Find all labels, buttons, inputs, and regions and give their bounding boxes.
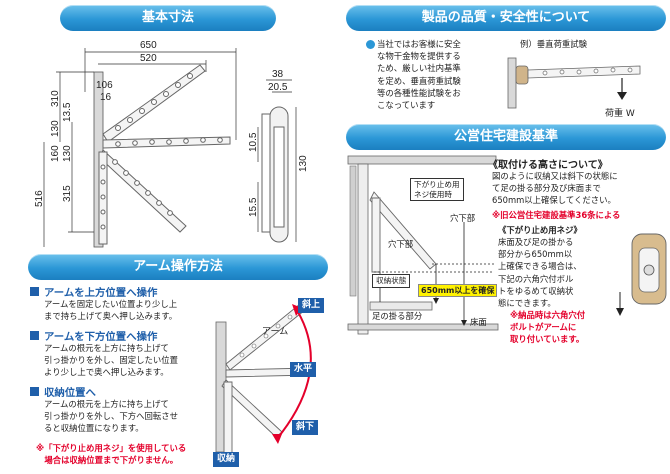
- dim-38: 38: [272, 69, 284, 80]
- tag-slant-down: 斜下: [292, 420, 319, 435]
- label-stopper-screw: 下がり止め用ネジ使用時: [410, 178, 464, 201]
- arm-up-title: アームを上方位置へ操作: [44, 287, 158, 299]
- section-title-basic-dims: 基本寸法: [60, 5, 276, 31]
- dim-13-5: 13.5: [62, 102, 73, 122]
- dim-106: 106: [96, 80, 113, 91]
- label-stored-state: 収納状態: [372, 274, 411, 288]
- label-min-height: 650mm以上を確保: [418, 284, 498, 297]
- label-floor: 床面: [470, 317, 487, 327]
- arm-up-bullet: [30, 287, 39, 296]
- label-slant-down-hole: 穴下部: [450, 213, 476, 223]
- quality-bullet: [366, 40, 375, 49]
- quality-example-label: 例）垂直荷重試験: [520, 39, 587, 49]
- stopper-body: 床面及び足の掛かる部分から650mm以上確保できる場合は、 下記の六角穴付ボルト…: [498, 237, 582, 309]
- section-title-quality: 製品の品質・安全性について: [346, 5, 666, 31]
- housing-note: ※旧公営住宅建設基準36条による: [492, 210, 621, 220]
- arm-slant-up: [102, 64, 206, 143]
- section-title-arm-ops: アーム操作方法: [28, 254, 328, 280]
- label-slant-down-hole-2: 穴下部: [388, 239, 414, 249]
- arm-slant-down: [99, 149, 187, 233]
- section-title-public-housing: 公営住宅建設基準: [346, 124, 666, 150]
- quality-body: 当社ではお客様に安全な物干金物を提供するため、厳しい社内基準 を定め、垂直荷重試…: [377, 39, 461, 111]
- basic-dimensions-drawing: 650 520 106 16 310 130 13.5 160 130 315 …: [34, 40, 309, 248]
- hex-bolt-illustration: [616, 233, 667, 316]
- arm-store-body: アームの根元を上方に持ち上げて引っ掛かりを外し、下方へ回転させると収納位置になり…: [44, 399, 178, 434]
- side-view: [261, 106, 289, 243]
- dim-516: 516: [34, 190, 45, 207]
- arm-positions-drawing: [215, 303, 313, 455]
- dim-520: 520: [140, 53, 157, 64]
- dim-10-5: 10.5: [248, 132, 259, 152]
- arm-horizontal: [102, 136, 231, 149]
- load-label: 荷重 W: [605, 109, 635, 119]
- dim-15-5: 15.5: [248, 197, 259, 217]
- installation-height-drawing: [347, 155, 499, 335]
- dim-130: 130: [50, 120, 61, 137]
- dim-650: 650: [140, 40, 157, 51]
- arm-down-bullet: [30, 331, 39, 340]
- arm-up-body: アームを固定したい位置より少し上まで持ち上げて奥へ押し込みます。: [44, 299, 178, 322]
- housing-heading: 《取付ける高さについて》: [488, 160, 608, 171]
- dim-315: 315: [62, 185, 73, 202]
- arm-store-title: 収納位置へ: [44, 387, 96, 399]
- arm-store-bullet: [30, 387, 39, 396]
- arm-down-body: アームの根元を上方に持ち上げて引っ掛かりを外し、固定したい位置より少し上で奥へ押…: [44, 343, 178, 378]
- load-test-illustration: [507, 57, 641, 109]
- stopper-heading: 《下がり止め用ネジ》: [498, 225, 582, 235]
- label-foothold: 足の掛る部分: [372, 311, 423, 321]
- tag-level: 水平: [290, 362, 317, 377]
- arm-stored: [98, 151, 108, 245]
- dim-130-side: 130: [298, 155, 309, 172]
- arm-down-title: アームを下方位置へ操作: [44, 331, 158, 343]
- tag-stored: 収納: [213, 452, 240, 467]
- arm-note: ※「下がり止め用ネジ」を使用している 場合は収納位置まで下がりません。: [36, 443, 187, 466]
- dim-20-5: 20.5: [268, 82, 288, 93]
- dim-130b: 130: [62, 145, 73, 162]
- dim-310: 310: [50, 90, 61, 107]
- stopper-note: ※納品時は六角穴付ボルトがアームに取り付いています。: [510, 310, 586, 345]
- dim-16: 16: [100, 92, 112, 103]
- dim-160: 160: [50, 145, 61, 162]
- arm-label: アーム: [262, 327, 289, 337]
- tag-slant-up: 斜上: [298, 298, 325, 313]
